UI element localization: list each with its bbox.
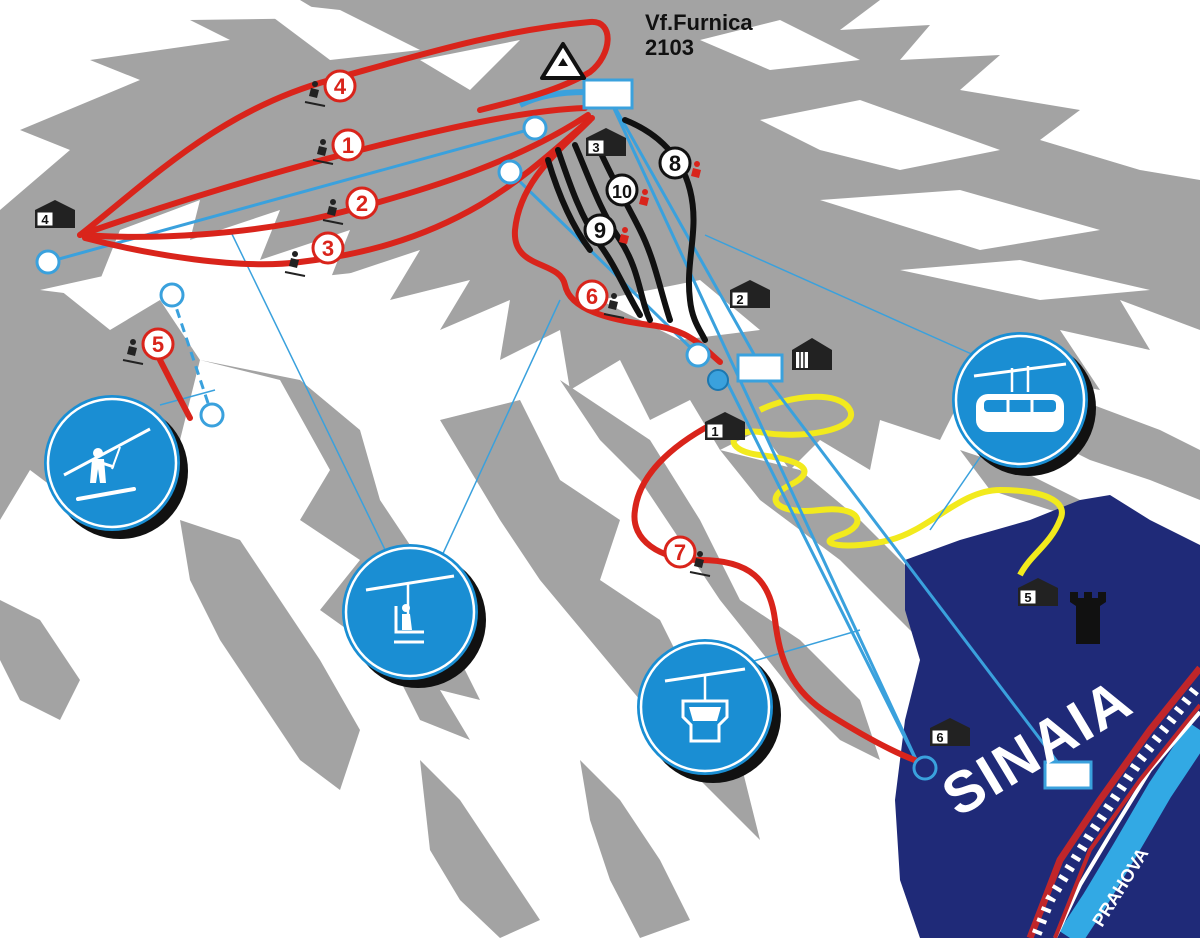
lift-terminal	[522, 115, 548, 141]
run-1-number: 1	[342, 133, 354, 158]
lift-terminal	[707, 369, 729, 391]
run-4-marker: 4	[323, 69, 357, 103]
lift-stations	[35, 78, 1093, 790]
hut-1-number: 1	[711, 424, 718, 439]
skier-icon	[322, 199, 344, 225]
hut-2-number: 2	[736, 292, 743, 307]
run-8-path	[622, 117, 708, 343]
lift-terminal	[497, 159, 523, 185]
railway	[1026, 665, 1200, 938]
run-1-path	[77, 105, 588, 238]
run-6-marker: 6	[575, 279, 609, 313]
run-black-extra-2	[545, 157, 593, 253]
peak-marker: Vf.Furnica 2103	[540, 10, 753, 80]
cable-car-icon	[952, 332, 1096, 476]
run-8-marker: 8	[658, 146, 692, 180]
hut-6: 6	[930, 718, 970, 746]
skier-icon	[603, 293, 625, 319]
lift-terminal	[199, 402, 225, 428]
run-10-marker: 10	[605, 173, 639, 207]
run-markers: 4 1 2 3 5 6 7 8	[141, 69, 697, 569]
skier-icon	[691, 161, 701, 178]
run-2-path	[82, 112, 591, 240]
lift-terminal	[159, 282, 185, 308]
hut-5-number: 5	[1024, 590, 1031, 605]
railway-line-2	[1053, 703, 1200, 938]
hut-6-number: 6	[936, 730, 943, 745]
lift-terminal	[35, 249, 61, 275]
lift-terminal	[912, 755, 938, 781]
run-4-number: 4	[334, 74, 347, 99]
river-prahova	[1059, 722, 1200, 938]
chairlift-icon	[342, 544, 486, 688]
run-5-path	[157, 357, 193, 421]
skier-icon	[284, 251, 306, 277]
run-2-marker: 2	[345, 186, 379, 220]
skier-icon	[639, 189, 649, 206]
hut-4-number: 4	[41, 212, 49, 227]
base-station	[1043, 760, 1093, 790]
road	[730, 393, 1065, 577]
run-2-number: 2	[356, 191, 368, 216]
skier-icon	[304, 81, 326, 107]
run-10-path	[592, 137, 673, 323]
castle-icon	[1070, 592, 1106, 644]
lift-terminal	[685, 342, 711, 368]
run-3-number: 3	[322, 236, 334, 261]
run-5-marker: 5	[141, 327, 175, 361]
river-bank	[1053, 710, 1200, 938]
run-9-number: 9	[594, 218, 606, 243]
skier-icon	[122, 339, 144, 365]
hut-1: 1	[705, 412, 745, 440]
red-runs	[77, 19, 923, 765]
lift-connector-lines	[159, 229, 986, 666]
hut-5: 5	[1018, 578, 1058, 606]
hut-3-number: 3	[592, 140, 599, 155]
peak-altitude: 2103	[645, 35, 694, 60]
run-6-path	[511, 117, 723, 365]
run-9-marker: 9	[583, 213, 617, 247]
run-7-number: 7	[674, 540, 686, 565]
gondola-icon	[637, 639, 781, 783]
skier-pictograms	[122, 81, 711, 577]
skier-icon	[312, 139, 334, 165]
ski-tow-icon	[44, 395, 188, 539]
run-10-number: 10	[612, 182, 632, 202]
run-7-path	[631, 417, 923, 765]
top-station	[582, 78, 634, 110]
skier-icon	[689, 551, 711, 577]
hut-icon	[792, 338, 832, 370]
hut-4: 4	[35, 200, 75, 228]
skier-icon	[619, 227, 629, 244]
run-8-number: 8	[669, 151, 681, 176]
hut-3: 3	[586, 128, 626, 156]
run-6-number: 6	[586, 284, 598, 309]
run-5-number: 5	[152, 332, 164, 357]
peak-name: Vf.Furnica	[645, 10, 753, 35]
hut-2: 2	[730, 280, 770, 308]
run-7-marker: 7	[663, 535, 697, 569]
run-3-marker: 3	[311, 231, 345, 265]
mid-station	[736, 353, 784, 383]
run-3-path	[82, 115, 595, 268]
lift-lines	[47, 89, 1067, 773]
run-1-marker: 1	[331, 128, 365, 162]
huts: 4 3 2 1 5 6	[35, 128, 1058, 746]
